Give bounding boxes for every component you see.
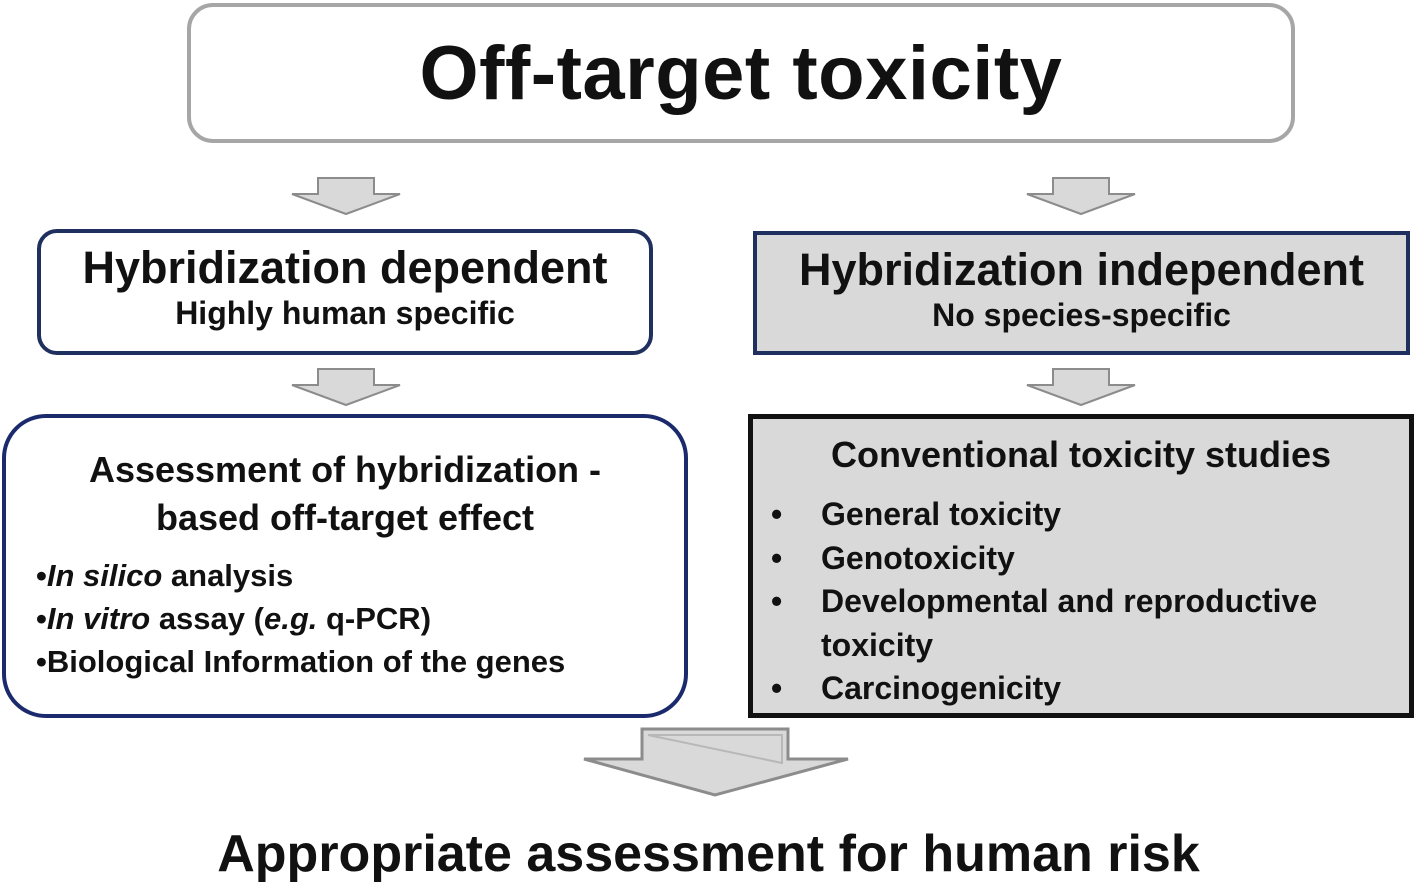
assessment-title: Assessment of hybridization - based off-… <box>6 446 684 542</box>
assessment-list: •In silico analysis •In vitro assay (e.g… <box>36 554 684 683</box>
conclusion-text: Appropriate assessment for human risk <box>217 825 1200 883</box>
dependent-subheading: Highly human specific <box>175 295 515 331</box>
hybridization-independent-box: Hybridization independent No species-spe… <box>753 231 1410 355</box>
list-item: •In vitro assay (e.g. q-PCR) <box>36 601 432 636</box>
list-item: General toxicity <box>771 493 1409 537</box>
diagram-title: Off-target toxicity <box>419 30 1063 116</box>
list-item: •In silico analysis <box>36 558 294 593</box>
list-item: •Biological Information of the genes <box>36 644 566 679</box>
arrow-to-conclusion <box>583 727 849 797</box>
arrow-dependent-to-assessment <box>291 368 401 407</box>
assessment-title-line-1: Assessment of hybridization - <box>88 449 602 490</box>
studies-title: Conventional toxicity studies <box>830 434 1332 475</box>
independent-heading: Hybridization independent <box>798 244 1364 295</box>
list-item: Carcinogenicity <box>771 667 1409 711</box>
dependent-heading: Hybridization dependent <box>82 242 608 293</box>
studies-list: General toxicity Genotoxicity Developmen… <box>753 493 1409 711</box>
assessment-title-line-2: based off-target effect <box>155 497 535 538</box>
list-item: Developmental and reproductive toxicity <box>771 580 1409 667</box>
title-box: Off-target toxicity <box>187 3 1295 143</box>
arrow-title-to-independent <box>1026 177 1136 216</box>
independent-subheading: No species-specific <box>932 297 1231 333</box>
conventional-studies-box: Conventional toxicity studies General to… <box>748 414 1414 718</box>
hybridization-dependent-box: Hybridization dependent Highly human spe… <box>37 229 653 355</box>
list-item: Genotoxicity <box>771 537 1409 581</box>
arrow-independent-to-studies <box>1026 368 1136 407</box>
arrow-title-to-dependent <box>291 177 401 216</box>
assessment-box: Assessment of hybridization - based off-… <box>2 414 688 718</box>
